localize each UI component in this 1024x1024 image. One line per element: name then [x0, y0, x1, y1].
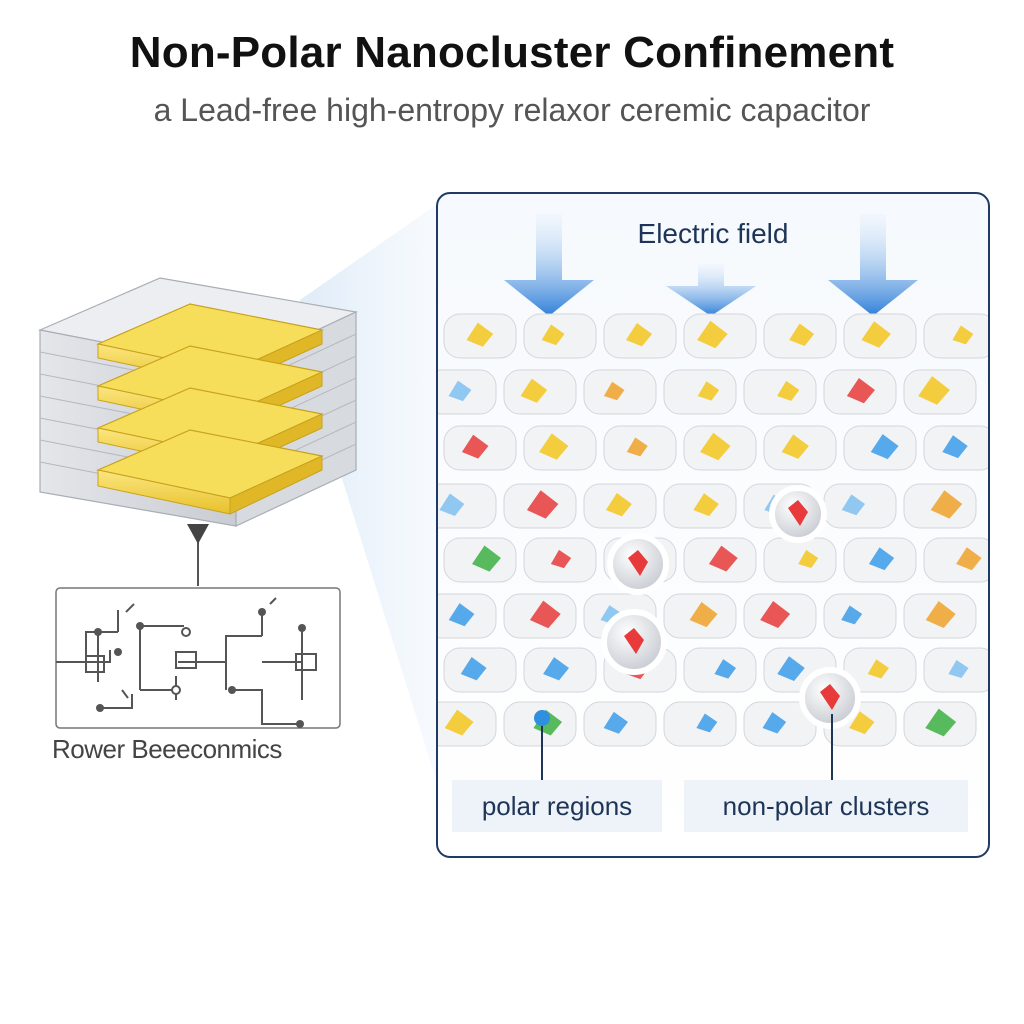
polar-nanodomain [925, 708, 957, 737]
legend-nonpolar-clusters: non-polar clusters [684, 780, 968, 832]
polar-nanodomain [603, 381, 625, 401]
polar-nanodomain [539, 433, 569, 460]
polar-nanodomain [543, 657, 569, 681]
polar-nanodomain [697, 381, 720, 401]
cluster-core [628, 550, 648, 576]
polar-nanodomain [439, 493, 465, 516]
polar-nanodomain [461, 434, 489, 459]
polar-nanodomain [948, 659, 969, 679]
grain-cell [923, 537, 988, 583]
polar-nanodomain [846, 377, 875, 404]
polar-nanodomain [529, 600, 561, 629]
polar-nanodomain [541, 324, 565, 346]
polar-nanodomain [526, 490, 559, 519]
circuit-node [296, 720, 304, 728]
polar-nanodomain [930, 490, 963, 519]
circuit-node [228, 686, 236, 694]
polar-nanodomain [798, 549, 819, 569]
polar-nanodomain [760, 601, 791, 628]
polar-nanodomain [849, 711, 875, 735]
polar-nanodomain [460, 657, 487, 681]
circuit-node [136, 622, 144, 630]
grain-cell [663, 369, 737, 415]
polar-nanodomain [841, 494, 865, 516]
circuit-node [94, 628, 102, 636]
capacitor-stack-icon [37, 277, 358, 527]
polar-nanodomain [789, 323, 815, 346]
polar-nanodomain [918, 376, 950, 405]
polar-nanodomain [762, 712, 787, 734]
polar-nanodomain [444, 709, 474, 736]
polar-nanodomain [466, 322, 494, 347]
polar-nanodomain [626, 437, 648, 457]
grain-cell [763, 537, 837, 583]
polar-nanodomain [781, 434, 809, 459]
polar-nanodomain [868, 547, 895, 571]
electrode-layer [96, 429, 324, 515]
polar-nanodomain [699, 432, 731, 461]
polar-nanodomain [841, 605, 863, 625]
polar-nanodomain [689, 602, 718, 628]
connector-arrow-icon [187, 524, 209, 544]
circuit-node [181, 627, 191, 637]
polar-nanodomain [870, 434, 899, 460]
polar-nanodomain [861, 321, 891, 348]
microstructure-panel: Electric field polar regions non-polar c… [436, 192, 990, 858]
polar-nanodomain [472, 545, 501, 572]
polar-nanodomain [708, 545, 738, 572]
page-title: Non-Polar Nanocluster Confinement [129, 28, 895, 77]
polar-nanodomain [867, 659, 889, 679]
circuit-node [258, 608, 266, 616]
polar-nanodomain [693, 493, 719, 517]
cluster-core [788, 500, 808, 526]
page-subtitle: a Lead-free high-entropy relaxor ceremic… [153, 92, 871, 128]
down-arrow-icon [666, 264, 756, 316]
polar-nanodomain [777, 656, 805, 681]
legend-polar-regions: polar regions [452, 780, 662, 832]
circuit-node [171, 685, 181, 695]
circuit-node [114, 648, 122, 656]
down-arrow-icon [828, 214, 918, 316]
polar-nanodomain [520, 378, 548, 403]
polar-marker [534, 710, 550, 726]
circuit-label: Rower Beeeconmics [52, 734, 282, 764]
microstructure-grid [438, 214, 988, 784]
polar-nanodomain [448, 603, 475, 627]
circuit-node [298, 624, 306, 632]
polar-nanodomain [714, 659, 737, 679]
polar-nanodomain [625, 322, 653, 347]
zoom-projection [300, 205, 436, 780]
cluster-core [820, 684, 840, 710]
polar-nanodomain [697, 320, 728, 349]
polar-nanodomain [777, 380, 800, 401]
polar-nanodomain [942, 435, 968, 459]
polar-nanodomain [603, 711, 628, 734]
polar-nanodomain [952, 325, 974, 345]
polar-nanodomain [696, 713, 718, 733]
polar-nanodomain [925, 601, 956, 628]
cluster-core [624, 628, 644, 654]
circuit-node [96, 704, 104, 712]
electric-field-label: Electric field [637, 218, 789, 249]
grain-cell [438, 483, 497, 529]
polar-nanodomain [550, 549, 572, 569]
down-arrow-icon [504, 214, 594, 316]
polar-nanodomain [956, 547, 982, 571]
polar-nanodomain [448, 380, 472, 402]
polar-nanodomain [605, 493, 632, 517]
